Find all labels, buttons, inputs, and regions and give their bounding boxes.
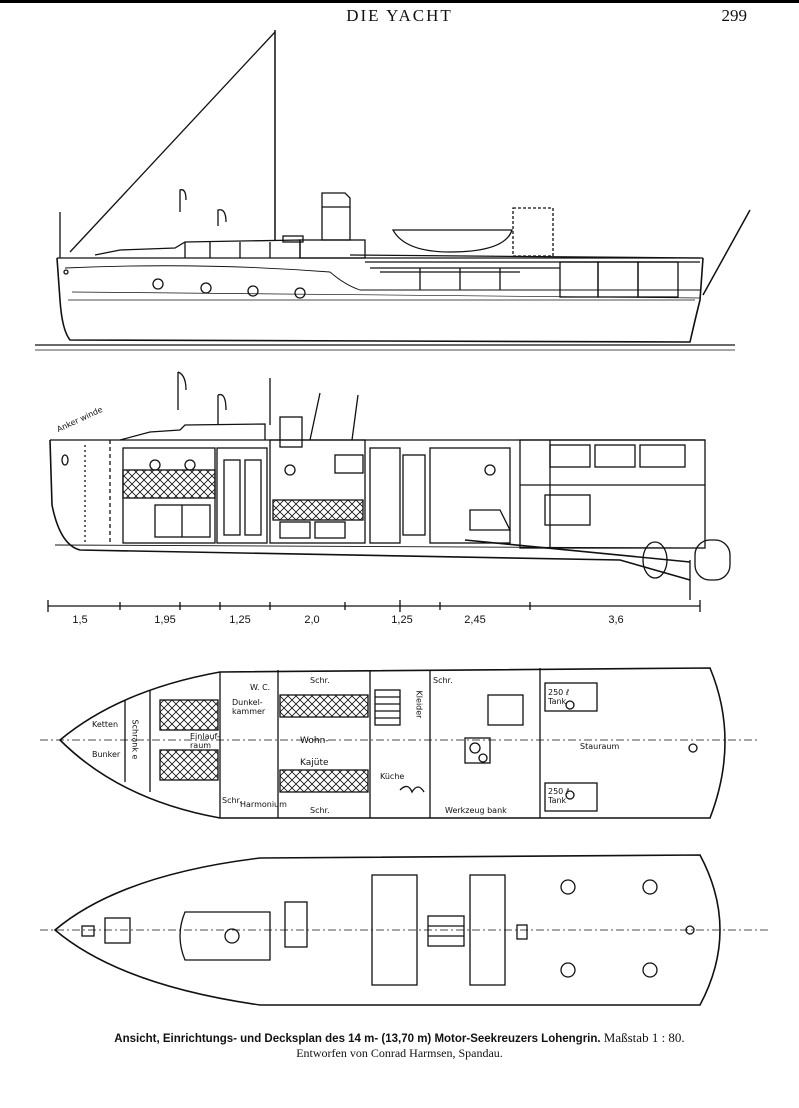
room-label-einlauf-raum: Einlauf-raum: [190, 732, 220, 750]
scale-label: 2,45: [464, 614, 486, 626]
room-label-tank: 250 ℓ Tank: [548, 688, 570, 706]
room-label-kuche: Küche: [380, 772, 405, 781]
scale-label: 2,0: [304, 614, 320, 626]
room-label-schr: Schr.: [310, 806, 330, 815]
scale-label: 1,5: [72, 614, 88, 626]
scale-label: 1,95: [154, 614, 176, 626]
inboard-profile: [49, 371, 731, 600]
caption-scale: Maßstab 1 : 80.: [603, 1030, 685, 1045]
room-label-schr: Schr.: [310, 676, 330, 685]
room-label-bunker: Bunker: [92, 750, 121, 759]
scale-label: 1,25: [229, 614, 251, 626]
room-label-wc: W. C.: [250, 683, 271, 692]
room-label-kleider: Kleider: [414, 690, 424, 719]
scale-bar: [47, 600, 701, 612]
room-label-schr: Schr.: [222, 796, 242, 805]
room-label-tank: 250 ℓ Tank: [548, 787, 570, 805]
room-label-schr: Schr.: [433, 676, 453, 685]
room-label-schrank: Schrank e: [130, 719, 140, 760]
designer-credit: Entworfen von Conrad Harmsen, Spandau.: [296, 1046, 503, 1060]
top-rule: [0, 0, 799, 3]
scale-label: 1,25: [391, 614, 413, 626]
figure-caption: Ansicht, Einrichtungs- und Decksplan des…: [0, 1030, 799, 1046]
room-label-stauraum: Stauraum: [580, 742, 620, 751]
side-elevation: [35, 30, 751, 351]
accommodation-plan: [40, 667, 760, 819]
running-title: DIE YACHT: [346, 6, 453, 25]
room-label-harmonium: Harmonium: [240, 800, 287, 809]
room-label-wohn-kajute: Wohn-Kajüte: [300, 736, 329, 768]
deck-plan: [40, 854, 770, 1006]
caption-main: Ansicht, Einrichtungs- und Decksplan des…: [114, 1033, 601, 1045]
room-label-werkzeugbank: Werkzeug bank: [445, 806, 507, 815]
scale-label: 3,6: [608, 614, 624, 626]
room-label-ketten: Ketten: [92, 720, 119, 729]
page-number: 299: [721, 6, 748, 25]
room-label-dunkelkammer: Dunkel-kammer: [232, 698, 266, 716]
